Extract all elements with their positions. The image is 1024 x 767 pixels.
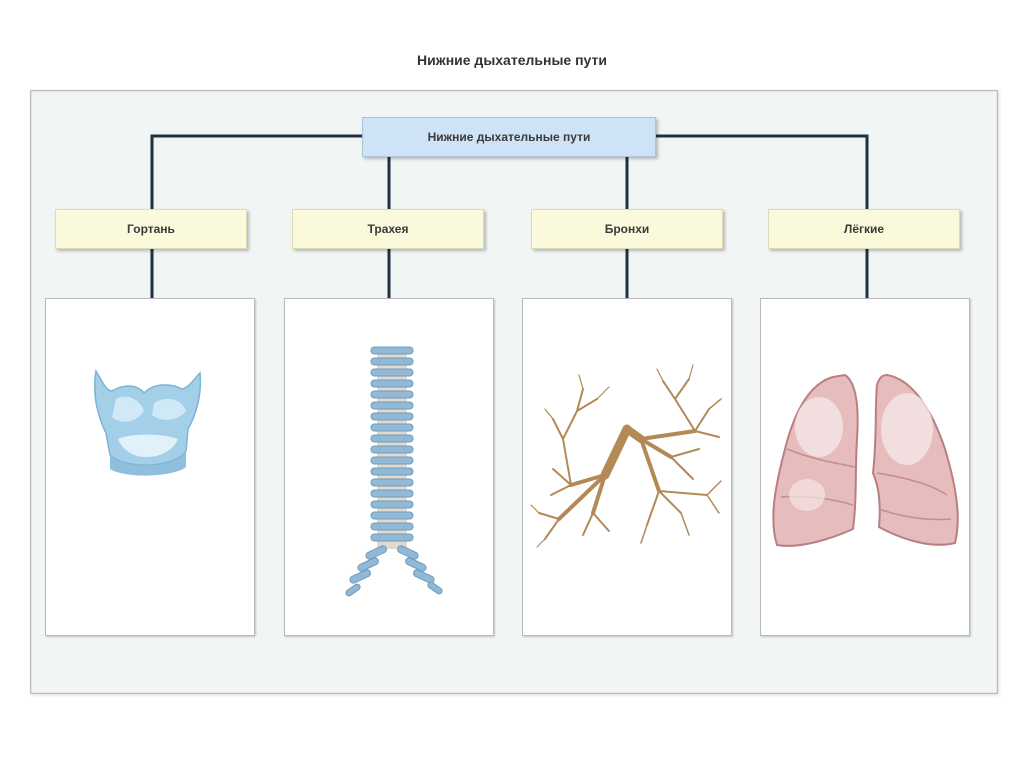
category-node-lungs: Лёгкие — [768, 209, 960, 249]
category-node-bronchi: Бронхи — [531, 209, 723, 249]
category-label-lungs: Лёгкие — [843, 222, 885, 236]
category-node-trachea: Трахея — [292, 209, 484, 249]
bronchi-illustration — [530, 364, 722, 548]
larynx-illustration — [93, 368, 202, 476]
category-node-larynx: Гортань — [55, 209, 247, 249]
root-node: Нижние дыхательные пути — [362, 117, 656, 157]
lungs-card — [760, 298, 970, 636]
bronchi-card — [522, 298, 732, 636]
larynx-card — [45, 298, 255, 636]
trachea-illustration — [345, 346, 443, 597]
page-title: Нижние дыхательные пути — [417, 52, 607, 68]
category-label-larynx: Гортань — [127, 222, 175, 236]
lungs-illustration — [772, 373, 959, 547]
trachea-card — [284, 298, 494, 636]
root-node-label: Нижние дыхательные пути — [427, 130, 591, 144]
category-label-bronchi: Бронхи — [604, 222, 650, 236]
category-label-trachea: Трахея — [367, 222, 409, 236]
